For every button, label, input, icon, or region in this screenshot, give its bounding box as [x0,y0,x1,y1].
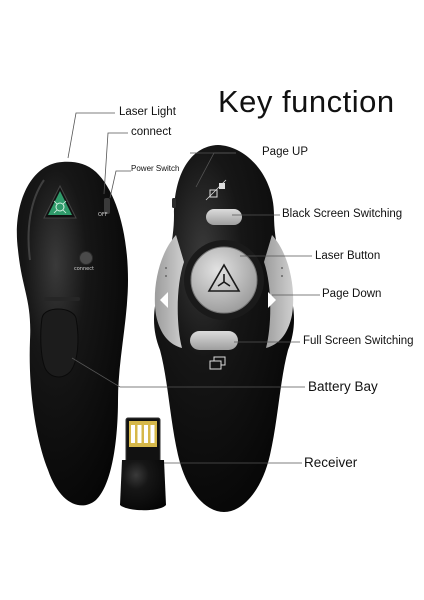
page-down-paddle [264,235,294,348]
remote-back-view [16,161,129,506]
page-up-arrow-icon [160,292,168,308]
remote-front-view [154,145,294,512]
label-page-down: Page Down [322,288,382,300]
page-down-arrow-icon [268,292,276,308]
label-power-switch: Power Switch [131,164,180,173]
label-full-screen-switching: Full Screen Switching [303,335,414,347]
label-black-screen-switching: Black Screen Switching [282,208,403,220]
power-switch [104,198,110,214]
label-receiver: Receiver [304,455,358,470]
label-battery-bay: Battery Bay [308,379,378,394]
page-up-paddle [154,235,184,348]
label-connect: connect [131,126,172,138]
label-laser-light: Laser Light [119,106,176,118]
label-page-up: Page UP [262,146,309,158]
full-screen-button [190,331,238,350]
device-connect-text: connect [74,266,94,272]
black-screen-icon [205,179,227,201]
page-title: Key function [218,84,395,119]
laser-triangle-icon [207,263,241,292]
label-laser-button: Laser Button [315,250,381,262]
laser-window [43,184,77,219]
connect-button [79,251,93,265]
black-screen-button [206,209,242,225]
usb-receiver [120,417,166,511]
full-screen-icon [209,356,226,370]
device-off-text: OFF [98,212,108,218]
leader-lines [67,112,320,464]
